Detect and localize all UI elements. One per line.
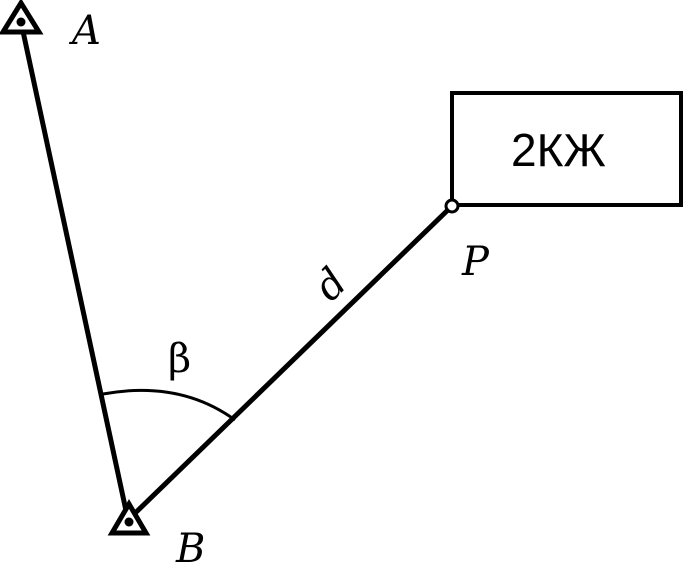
line-b-p [126, 204, 454, 522]
label-b: B [175, 526, 205, 565]
point-p-marker-icon [444, 198, 460, 214]
angle-arc [102, 388, 236, 422]
label-a: A [68, 8, 101, 54]
building-outline [450, 91, 683, 207]
label-d: d [306, 259, 357, 310]
line-a-b [18, 21, 131, 521]
station-a-marker-icon [0, 0, 44, 35]
building-label: 2КЖ [511, 124, 606, 176]
label-p: P [461, 239, 490, 285]
station-b-marker-icon [107, 499, 151, 536]
label-beta: β [168, 336, 191, 382]
